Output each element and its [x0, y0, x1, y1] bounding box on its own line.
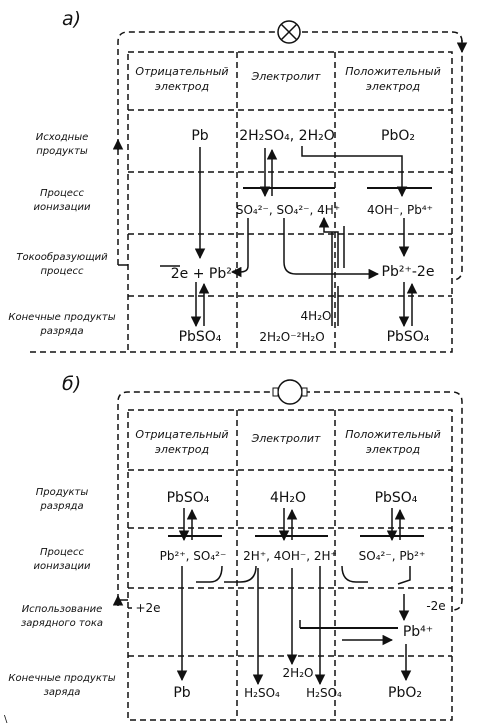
cell-b-pos-end: PbO₂ [388, 685, 422, 701]
circuit-wire-left [117, 31, 276, 265]
cell-b-elec-end-left: H₂SO₄ [244, 686, 280, 700]
flow-arrow [230, 218, 249, 278]
cell-b-elec-start: 4H₂O [270, 490, 306, 506]
cell-a-neg-start: Pb [191, 128, 208, 144]
flow-line [341, 565, 368, 583]
cell-a-pos-ions: 4OH⁻, Pb⁴⁺ [367, 203, 433, 217]
cell-b-pos-ions: SO₄²⁻, Pb²⁺ [359, 549, 426, 563]
circuit-wire-left [117, 391, 276, 600]
cell-a-pos-process: Pb²⁺-2e [382, 264, 435, 280]
table-b-frame [127, 409, 453, 721]
panel-b-label: б) [62, 373, 81, 395]
cell-b-pos-process-top: -2e [426, 599, 445, 613]
cell-a-pos-end: PbSO₄ [387, 329, 430, 345]
dc-generator-circle-icon [272, 379, 308, 405]
column-header-electrolyte: Электролит [251, 70, 321, 83]
circuit-wire-right [302, 31, 463, 281]
cell-a-pos-start: PbO₂ [381, 128, 415, 144]
panel-a-label: а) [62, 8, 81, 30]
cell-b-pos-start: PbSO₄ [375, 490, 418, 506]
cell-b-neg-start: PbSO₄ [167, 490, 210, 506]
cell-b-pos-process: Pb⁴⁺ [403, 624, 433, 640]
cell-b-elec-ions: 2H⁺, 4OH⁻, 2H⁺ [243, 549, 337, 563]
cell-b-neg-end: Pb [173, 685, 190, 701]
flow-arrow [301, 146, 408, 198]
cell-a-elec-end-top: 4H₂O [301, 309, 332, 323]
cell-a-elec-ions: SO₄²⁻, SO₄²⁻, 4H⁺ [236, 203, 340, 217]
cell-b-neg-process: +2e [135, 601, 160, 615]
cell-a-elec-start: 2H₂SO₄, 2H₂O [239, 128, 335, 144]
flow-line [224, 565, 257, 583]
cell-b-neg-ions: Pb²⁺, SO₄²⁻ [160, 549, 227, 563]
cell-a-neg-process: 2e + Pb²⁺ [171, 266, 239, 282]
column-header-electrolyte: Электролит [251, 432, 321, 445]
cell-a-neg-end: PbSO₄ [179, 329, 222, 345]
circuit-wire-right [304, 391, 463, 611]
cell-a-elec-end: 2H₂O⁻²H₂O [259, 330, 324, 344]
table-a-frame [127, 51, 453, 353]
cell-b-elec-end-right: H₂SO₄ [306, 686, 342, 700]
flow-arrow [318, 216, 339, 268]
flow-line [397, 566, 411, 585]
flow-line [196, 565, 223, 583]
margin-mark: \ [4, 714, 8, 725]
flow-arrow [283, 218, 380, 280]
cell-b-elec-end-top: 2H₂O [283, 666, 314, 680]
current-consumer-crossed-circle-icon [277, 20, 301, 44]
